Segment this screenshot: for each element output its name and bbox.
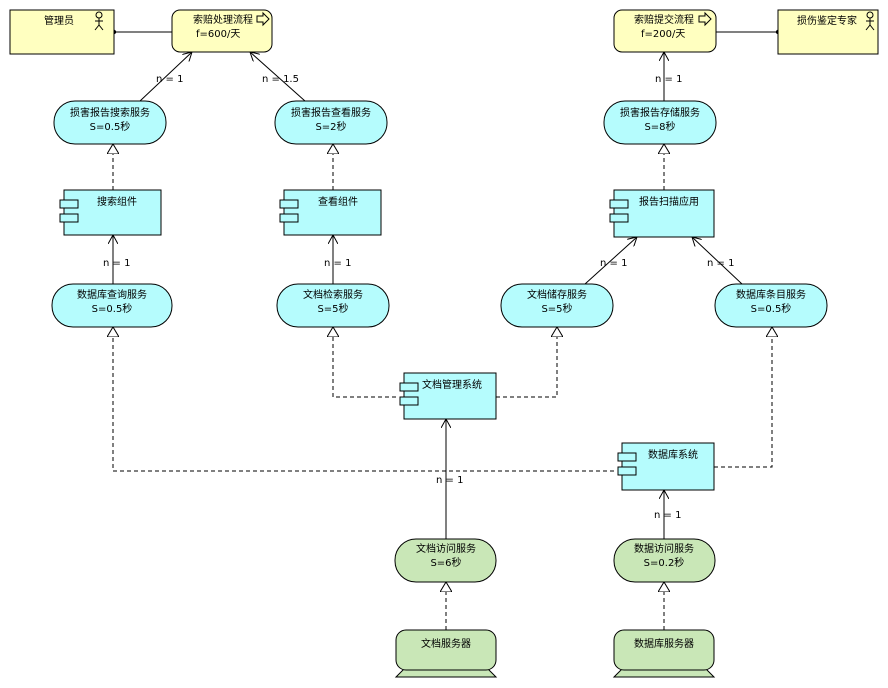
- component-icon: [399, 382, 419, 392]
- component-icon: [59, 199, 79, 209]
- component-db-sys-label: 数据库系统: [648, 448, 698, 461]
- service-doc-access-name: 文档访问服务: [416, 542, 476, 555]
- actor-admin[interactable]: 管理员: [9, 9, 115, 55]
- component-scan[interactable]: 报告扫描应用: [609, 189, 715, 238]
- service-db-access[interactable]: 数据访问服务 S=0.2秒: [613, 538, 716, 583]
- service-db-query-name: 数据库查询服务: [77, 288, 147, 301]
- edges: [113, 29, 781, 630]
- process-arrow-icon: [256, 11, 270, 27]
- service-store-metric: S=8秒: [644, 120, 675, 133]
- service-db-access-name: 数据访问服务: [634, 542, 694, 555]
- node-db-server-label: 数据库服务器: [634, 637, 694, 650]
- label-doca-mgmt: n = 1: [436, 475, 463, 486]
- label-docs-scan: n = 1: [600, 258, 627, 269]
- service-view-metric: S=2秒: [315, 120, 346, 133]
- service-view[interactable]: 损害报告查看服务 S=2秒: [274, 100, 388, 145]
- node-db-server[interactable]: 数据库服务器: [612, 629, 716, 678]
- service-search-name: 损害报告搜索服务: [70, 106, 150, 119]
- service-store[interactable]: 损害报告存储服务 S=8秒: [603, 100, 717, 145]
- service-doc-retrieve-metric: S=5秒: [317, 302, 348, 315]
- service-db-access-metric: S=0.2秒: [644, 556, 685, 569]
- service-doc-retrieve-name: 文档检索服务: [303, 288, 363, 301]
- component-search[interactable]: 搜索组件: [59, 189, 162, 236]
- actor-icon: [94, 11, 104, 31]
- actor-icon: [865, 11, 875, 31]
- label-docr-view: n = 1: [324, 258, 351, 269]
- service-doc-store[interactable]: 文档储存服务 S=5秒: [500, 283, 614, 328]
- process-claim[interactable]: 索赔处理流程 f=600/天: [171, 9, 273, 53]
- process-arrow-icon: [698, 11, 712, 27]
- component-icon: [617, 452, 637, 462]
- label-dbe-scan: n = 1: [707, 258, 734, 269]
- process-submit[interactable]: 索赔提交流程 f=200/天: [613, 9, 717, 53]
- edge-mgmt-docs: [496, 327, 557, 398]
- edge-db-dbe: [714, 327, 772, 468]
- service-doc-store-name: 文档储存服务: [527, 288, 587, 301]
- component-search-label: 搜索组件: [97, 195, 137, 208]
- component-icon: [59, 213, 79, 223]
- service-db-entry[interactable]: 数据库条目服务 S=0.5秒: [714, 283, 828, 328]
- edge-labels: n = 1 n = 1.5 n = 1 n = 1 n = 1 n = 1 n …: [103, 74, 734, 521]
- process-submit-freq: f=200/天: [641, 29, 685, 40]
- service-db-entry-metric: S=0.5秒: [751, 302, 792, 315]
- component-view[interactable]: 查看组件: [279, 189, 382, 236]
- process-claim-freq: f=600/天: [196, 29, 240, 40]
- service-search-metric: S=0.5秒: [90, 120, 131, 133]
- component-doc-mgmt-label: 文档管理系统: [422, 378, 482, 391]
- node-doc-server[interactable]: 文档服务器: [394, 629, 498, 678]
- component-icon: [609, 213, 629, 223]
- edge-search-claim: [139, 52, 192, 102]
- label-search-claim: n = 1: [156, 74, 183, 85]
- node-doc-server-label: 文档服务器: [421, 637, 471, 650]
- service-view-name: 损害报告查看服务: [291, 106, 371, 119]
- component-icon: [279, 213, 299, 223]
- edge-db-dbq: [113, 327, 614, 472]
- process-submit-name: 索赔提交流程: [634, 13, 694, 26]
- component-db-sys[interactable]: 数据库系统: [617, 442, 715, 491]
- component-doc-mgmt[interactable]: 文档管理系统: [399, 372, 497, 420]
- actor-expert[interactable]: 损伤鉴定专家: [777, 9, 879, 55]
- component-view-label: 查看组件: [318, 195, 358, 208]
- label-dba-db: n = 1: [654, 510, 681, 521]
- edge-docs-scan: [584, 237, 637, 285]
- component-icon: [399, 396, 419, 406]
- component-icon: [609, 199, 629, 209]
- service-doc-access-metric: S=6秒: [430, 556, 461, 569]
- component-icon: [279, 199, 299, 209]
- label-dbq-search: n = 1: [103, 258, 130, 269]
- actor-expert-label: 损伤鉴定专家: [797, 14, 857, 27]
- edge-mgmt-docr: [333, 327, 396, 398]
- actor-admin-label: 管理员: [44, 14, 74, 27]
- service-doc-access[interactable]: 文档访问服务 S=6秒: [394, 538, 497, 583]
- service-doc-retrieve[interactable]: 文档检索服务 S=5秒: [276, 283, 390, 328]
- service-search[interactable]: 损害报告搜索服务 S=0.5秒: [53, 100, 167, 145]
- service-db-query-metric: S=0.5秒: [92, 302, 133, 315]
- service-db-query[interactable]: 数据库查询服务 S=0.5秒: [51, 283, 173, 328]
- label-view-claim: n = 1.5: [262, 74, 299, 85]
- service-doc-store-metric: S=5秒: [541, 302, 572, 315]
- component-scan-label: 报告扫描应用: [639, 195, 699, 208]
- component-icon: [617, 466, 637, 476]
- service-db-entry-name: 数据库条目服务: [736, 288, 806, 301]
- edge-view-claim: [250, 52, 306, 102]
- process-claim-name: 索赔处理流程: [193, 13, 253, 26]
- service-store-name: 损害报告存储服务: [620, 106, 700, 119]
- edge-dbe-scan: [692, 237, 743, 285]
- label-store-submit: n = 1: [655, 74, 682, 85]
